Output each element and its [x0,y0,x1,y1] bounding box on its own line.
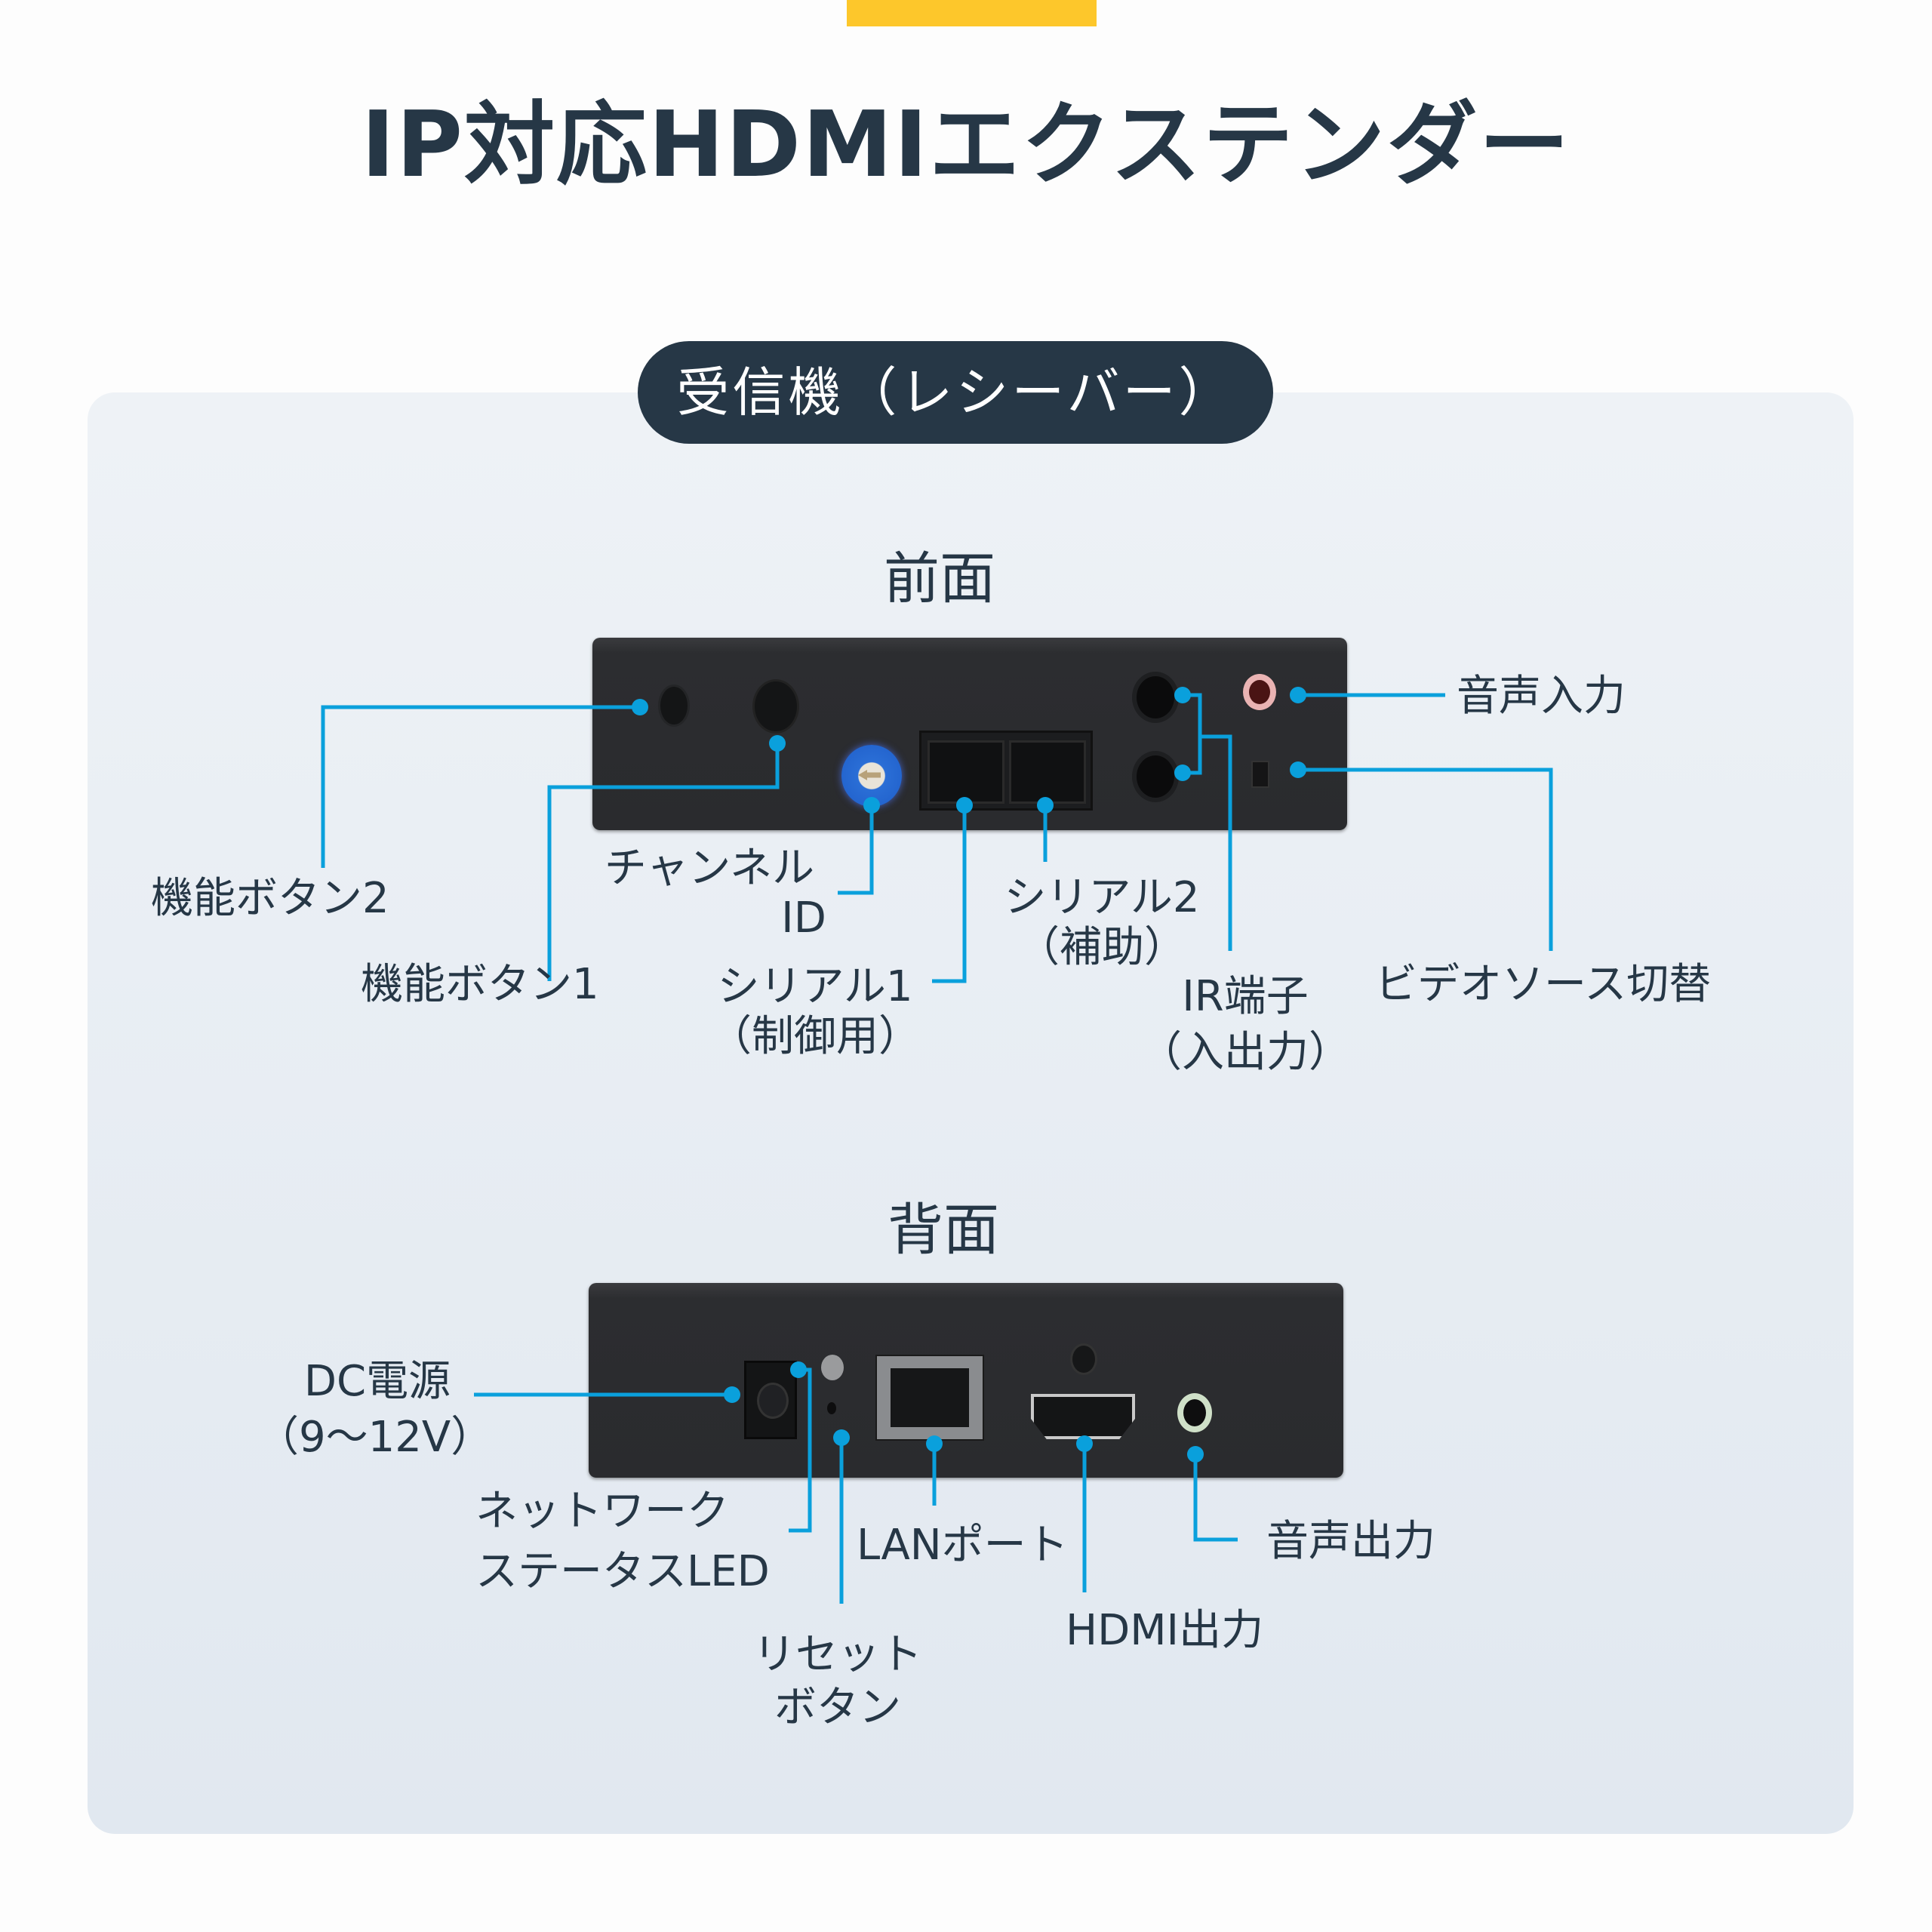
front-title: 前面 [884,546,995,611]
label-audio-in: 音声入力 [1457,672,1626,721]
lan-port[interactable] [875,1355,984,1441]
label-dc-1: DC電源 [303,1357,451,1406]
channel-id-dial[interactable] [841,745,902,807]
label-reset-2: ボタン [774,1683,901,1732]
back-panel-device [589,1283,1343,1478]
label-channel-id-2: ID [781,894,826,943]
accent-bar [847,0,1097,26]
page-title: IP対応HDMIエクステンダー [361,93,1571,198]
label-function-button-2: 機能ボタン2 [151,874,389,923]
network-status-led [821,1355,844,1380]
lan-port-socket [891,1368,969,1427]
label-reset-1: リセット [753,1630,922,1679]
label-hdmi-out: HDMI出力 [1066,1606,1264,1655]
ir-port-2[interactable] [1132,751,1179,802]
ir-port-1[interactable] [1132,672,1179,723]
function-button-2[interactable] [660,687,688,724]
serial-port-2[interactable] [1009,740,1086,804]
label-audio-out: 音声出力 [1266,1517,1435,1566]
serial-port-1[interactable] [928,740,1004,804]
label-dc-2: （9〜12V） [257,1413,494,1462]
dial-arrow-icon [858,770,881,780]
section-badge: 受信機（レシーバー） [638,341,1273,444]
dc-power-jack[interactable] [744,1361,797,1439]
label-net-led-1: ネットワーク [475,1487,729,1536]
label-channel-id-1: チャンネル [604,844,815,893]
function-button-1[interactable] [755,681,797,731]
serial-ports [919,731,1093,811]
label-net-led-2: ステータスLED [475,1547,770,1596]
front-panel-device [592,638,1347,830]
video-source-switch[interactable] [1251,761,1269,788]
label-video-source: ビデオソース切替 [1375,960,1712,1009]
label-serial-1-1: シリアル1 [717,962,913,1011]
label-serial-1-2: （制御用） [709,1012,921,1061]
label-function-button-1: 機能ボタン1 [361,960,599,1009]
receiver-panel [88,392,1854,1834]
back-title: 背面 [888,1198,999,1263]
reset-button[interactable] [827,1402,836,1414]
screw [1070,1343,1097,1375]
audio-out-jack[interactable] [1177,1393,1212,1432]
hdmi-out-port[interactable] [1031,1394,1135,1439]
label-serial-2-2: （補助） [1017,923,1186,972]
dc-jack-socket [757,1383,789,1419]
label-ir-1: IR端子 [1182,972,1309,1021]
label-lan: LANポート [857,1521,1069,1570]
label-ir-2: （入出力） [1140,1028,1351,1077]
label-serial-2-1: シリアル2 [1004,873,1200,922]
audio-in-jack[interactable] [1243,674,1276,710]
